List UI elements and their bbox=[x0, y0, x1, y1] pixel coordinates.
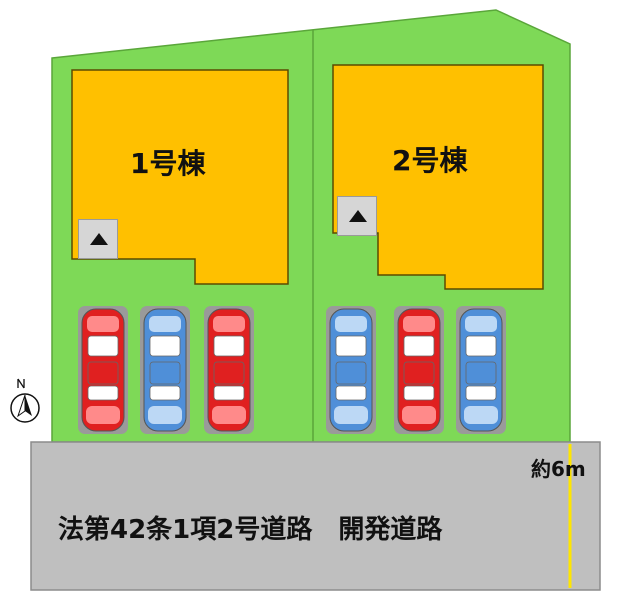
car-blue bbox=[326, 306, 376, 434]
road bbox=[30, 441, 601, 591]
road-width-label: 約6m bbox=[531, 457, 586, 481]
lot-1-label: 1号棟 bbox=[130, 147, 206, 180]
building-1 bbox=[71, 69, 289, 285]
car-blue bbox=[456, 306, 506, 434]
parking-area bbox=[78, 306, 506, 434]
car-blue bbox=[140, 306, 190, 434]
car-red bbox=[78, 306, 128, 434]
road-label: 法第42条1項2号道路 開発道路 bbox=[58, 515, 443, 545]
entrance-triangle-icon bbox=[78, 219, 118, 259]
car-red bbox=[394, 306, 444, 434]
lot-2-label: 2号棟 bbox=[392, 144, 468, 177]
car-red bbox=[204, 306, 254, 434]
north-compass-icon bbox=[10, 378, 40, 423]
entrance-triangle-icon bbox=[337, 196, 377, 236]
